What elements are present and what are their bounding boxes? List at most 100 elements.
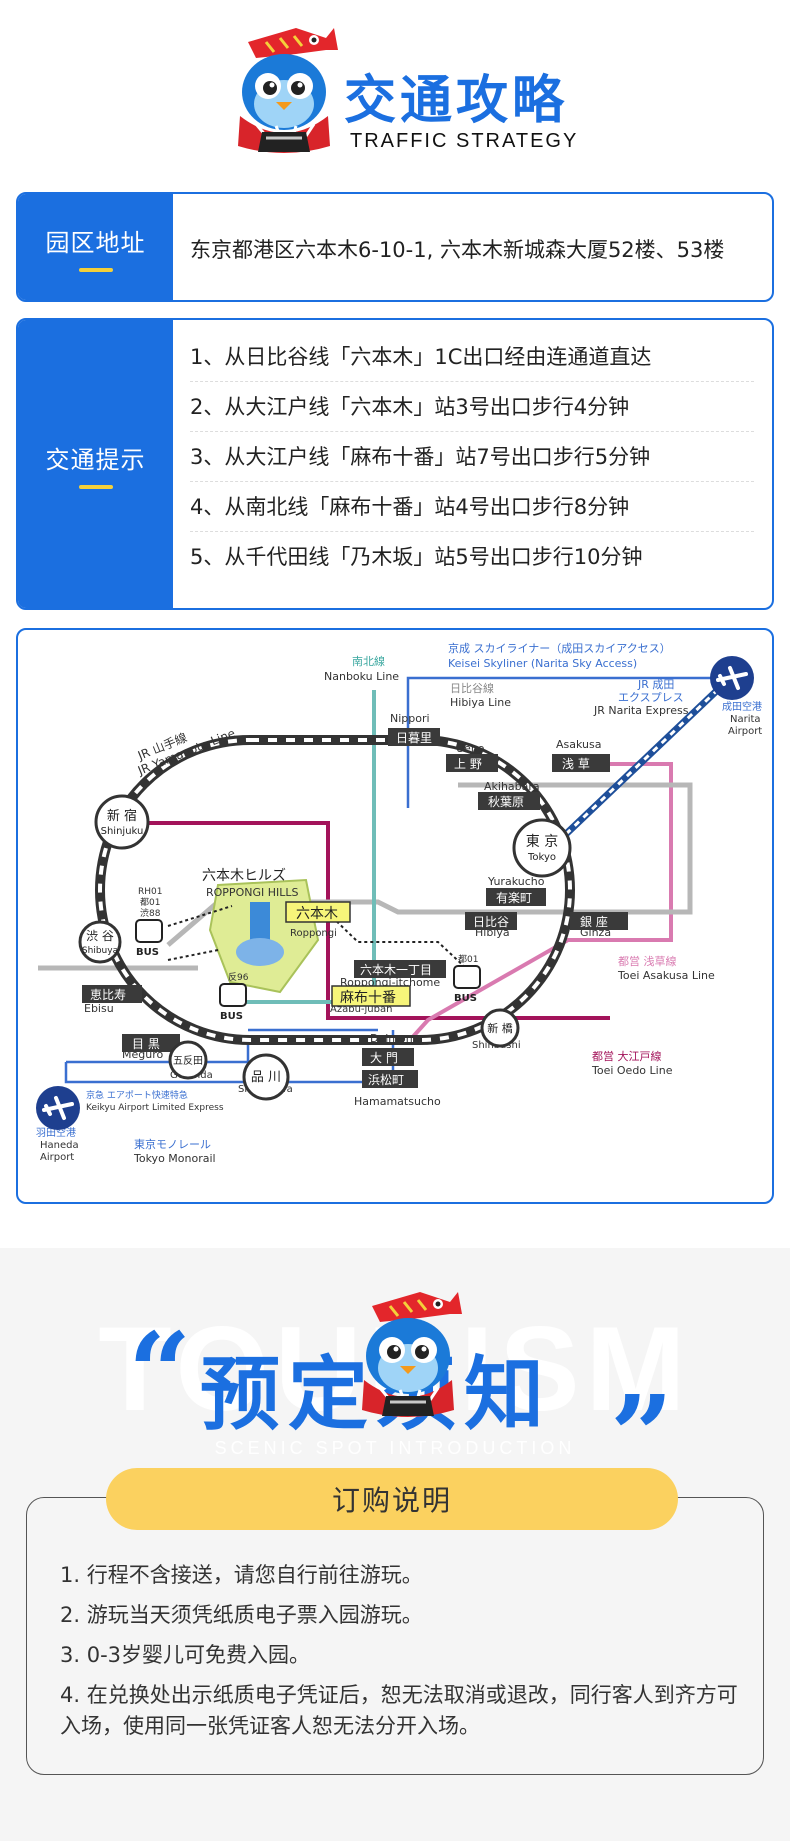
azabu-station-label: 麻布十番 — [340, 990, 396, 1006]
station-tag — [552, 754, 610, 772]
station-label: 品 川 — [251, 1070, 281, 1085]
booking-note: 2. 游玩当天须凭纸质电子票入园游玩。 — [60, 1603, 423, 1627]
airplane-glyph — [42, 1096, 74, 1120]
station-label: 新 宿 — [107, 808, 137, 824]
map-label: 日比谷線 — [450, 681, 494, 695]
station-label: Shinjuku — [101, 826, 144, 837]
bus-icon — [219, 983, 247, 1007]
station-tag — [446, 754, 498, 772]
koinobori-mascot-icon — [226, 20, 344, 160]
walk-path — [167, 905, 469, 971]
station-tag-label: 六本木一丁目 — [360, 963, 432, 977]
booking-note: 1. 行程不含接送，请您自行前往游玩。 — [60, 1563, 423, 1587]
map-label: Keisei Skyliner (Narita Sky Access) — [448, 657, 637, 670]
station-gotanda — [168, 1040, 208, 1080]
close-quote-mark: „ — [612, 1308, 676, 1437]
transit-label-block: 交通提示 — [18, 320, 173, 608]
station-tag — [362, 1048, 414, 1066]
booking-notes-box — [26, 1497, 764, 1775]
booking-notes-list: 1. 行程不含接送，请您自行前往游玩。 2. 游玩当天须凭纸质电子票入园游玩。 … — [60, 1560, 740, 1751]
mori-tower-base — [236, 938, 284, 966]
open-quote-mark: “ — [128, 1308, 192, 1437]
station-tag — [570, 912, 628, 930]
page-title: 交通攻略 — [344, 71, 569, 131]
airplane-glyph — [716, 666, 748, 690]
station-tag — [465, 912, 517, 930]
station-tag — [486, 888, 546, 906]
station-tag — [122, 1034, 180, 1052]
map-label: 渋88 — [140, 907, 161, 919]
station-tag-label: 上 野 — [454, 757, 482, 771]
roppongi-station-label: 六本木 — [296, 906, 338, 922]
bus-label: BUS — [454, 993, 477, 1004]
booking-note: 3. 0-3岁婴儿可免费入园。 — [60, 1643, 311, 1667]
map-label: Haneda — [40, 1140, 79, 1151]
map-label: Nippori — [390, 712, 430, 725]
station-tokyo — [512, 818, 572, 878]
station-shinagawa — [242, 1053, 290, 1101]
map-label: 都営 浅草線 — [618, 954, 677, 968]
address-label: 园区地址 — [45, 228, 146, 257]
station-shibuya — [78, 920, 122, 964]
map-label: Airport — [40, 1152, 74, 1163]
map-label: 南北線 — [352, 654, 385, 668]
map-label: JR Narita Express — [593, 704, 689, 717]
address-text: 东京都港区六本木6-10-1, 六本木新城森大厦52楼、53楼 — [190, 238, 725, 262]
station-tag-label: 有楽町 — [496, 891, 532, 905]
map-label: 京急 エアポート快速特急 — [86, 1089, 188, 1101]
bus-label: BUS — [220, 1011, 243, 1022]
transit-label: 交通提示 — [45, 445, 146, 474]
station-label: 五反田 — [173, 1055, 203, 1067]
transit-tips-card: 交通提示 1、从日比谷线「六本木」1C出口经由连通道直达 2、从大江户线「六本木… — [16, 318, 774, 610]
label-underline — [78, 267, 113, 272]
map-label: Ebisu — [84, 1002, 114, 1015]
bus-icon — [453, 965, 481, 989]
label-underline — [78, 484, 113, 489]
station-tag-label: 恵比寿 — [90, 988, 126, 1002]
page-subtitle: TRAFFIC STRATEGY — [350, 130, 579, 152]
station-tag-label: 銀 座 — [580, 914, 608, 929]
station-label: 渋 谷 — [86, 929, 114, 943]
map-label: Daimon — [370, 1032, 413, 1045]
narita-express-dash — [564, 678, 730, 836]
map-label: 六本木ヒルズ — [202, 868, 286, 884]
keisei-line — [406, 676, 718, 808]
map-label: 都01 — [140, 897, 160, 908]
station-tag-label: 大 門 — [370, 1051, 398, 1065]
map-label: 都営 大江戸線 — [592, 1049, 662, 1063]
map-label: Narita — [730, 714, 761, 725]
map-label: 京成 スカイライナー（成田スカイアクセス） — [448, 641, 671, 655]
map-label: 反96 — [228, 972, 249, 983]
station-tag-label: 日比谷 — [473, 915, 509, 929]
station-label: Tokyo — [527, 852, 556, 863]
map-label: JR 成田 — [637, 678, 674, 691]
route-map-svg: 南北線 Nanboku Line 京成 スカイライナー（成田スカイアクセス） K… — [36, 641, 762, 1165]
station-tag — [82, 985, 142, 1003]
mori-tower-icon — [250, 902, 270, 950]
booking-note: 4. 在兑换处出示纸质电子凭证后，恕无法取消或退改，同行客人到齐方可入场，使用同… — [60, 1683, 738, 1738]
asakusa-line — [408, 762, 673, 1042]
roppongi-station-tag — [285, 901, 351, 923]
map-label: 都01 — [458, 954, 478, 965]
bus-icon — [135, 919, 163, 943]
station-shinbashi — [480, 1008, 520, 1048]
order-info-pill: 订购说明 — [106, 1468, 678, 1530]
transit-item: 4、从南北线「麻布十番」站4号出口步行8分钟 — [190, 482, 754, 532]
yamanote-loop-dash — [98, 738, 572, 1042]
azabu-station-tag — [331, 985, 411, 1007]
address-card: 园区地址 东京都港区六本木6-10-1, 六本木新城森大厦52楼、53楼 — [16, 192, 774, 302]
order-info-label: 订购说明 — [331, 1484, 452, 1517]
station-tag — [388, 728, 440, 746]
station-tag — [478, 792, 540, 810]
traffic-header: 交通攻略 TRAFFIC STRATEGY — [0, 0, 790, 175]
station-label: 東 京 — [526, 834, 558, 850]
transit-item: 1、从日比谷线「六本木」1C出口经由连通道直达 — [190, 332, 754, 382]
transit-item: 3、从大江户线「麻布十番」站7号出口步行5分钟 — [190, 432, 754, 482]
station-tag — [362, 1070, 418, 1088]
map-label: エクスプレス — [618, 691, 684, 704]
map-label: Toei Oedo Line — [591, 1064, 673, 1077]
address-label-block: 园区地址 — [18, 194, 173, 300]
station-tag-label: 秋葉原 — [488, 795, 524, 809]
map-label: Ueno — [456, 742, 485, 755]
station-tag-label: 目 黒 — [132, 1037, 160, 1051]
